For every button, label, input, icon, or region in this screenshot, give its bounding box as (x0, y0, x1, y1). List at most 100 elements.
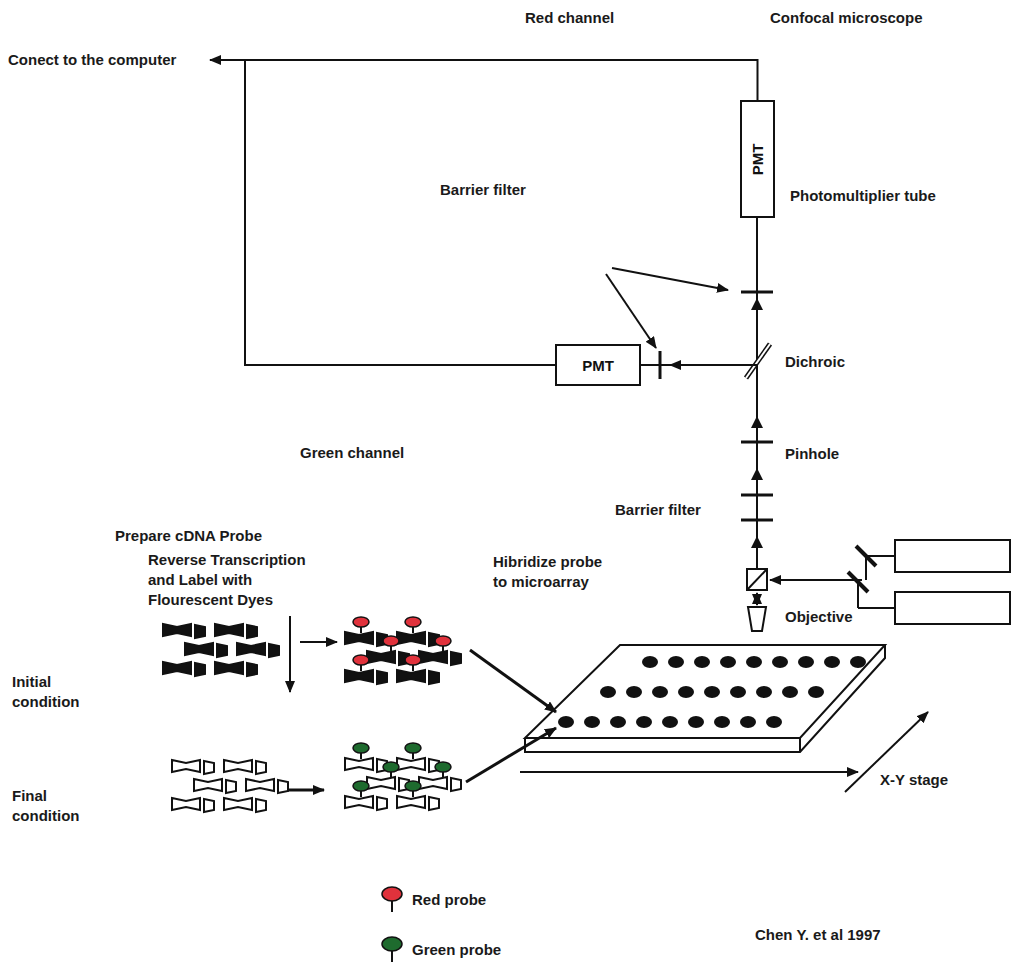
line-art (237, 643, 265, 655)
line-art (642, 656, 658, 668)
text-label: Final condition (12, 786, 92, 826)
line-art (429, 797, 439, 810)
line-art (217, 644, 227, 657)
line-art (442, 772, 444, 778)
line-art (283, 789, 324, 792)
line-art (353, 743, 369, 753)
line-art (770, 579, 862, 581)
line-art (714, 716, 730, 728)
line-art (857, 582, 859, 608)
line-art (751, 298, 763, 310)
line-art (390, 772, 392, 778)
text-label: X-Y stage (880, 770, 948, 790)
line-art (377, 671, 387, 684)
line-art (704, 686, 720, 698)
optics (210, 60, 1010, 631)
line-art (419, 651, 447, 663)
line-art (740, 716, 756, 728)
line-art (678, 686, 694, 698)
line-art (172, 760, 200, 772)
line-art (172, 798, 200, 810)
pmt-box: PMT (555, 344, 641, 386)
line-art (367, 777, 395, 789)
line-art (289, 616, 291, 692)
signal-wire (245, 60, 758, 365)
line-art (435, 636, 451, 646)
line-art (195, 663, 205, 676)
text-label: Barrier filter (440, 180, 526, 200)
line-art (360, 753, 362, 759)
line-art (751, 536, 763, 548)
legend-entry: Green probe (380, 934, 501, 964)
line-art (741, 494, 773, 497)
text-label: Pinhole (785, 444, 839, 464)
text-label: Barrier filter (615, 500, 701, 520)
line-art (204, 761, 214, 774)
line-art (397, 670, 425, 682)
line-art (525, 645, 885, 738)
line-art (865, 556, 867, 580)
line-art (247, 663, 257, 676)
text-label: Photomultiplier tube (790, 186, 936, 206)
text-label: Chen Y. et al 1997 (755, 925, 881, 945)
line-art (670, 364, 757, 366)
line-art (185, 643, 213, 655)
line-art (741, 441, 773, 444)
line-art (856, 546, 876, 566)
line-art (377, 797, 387, 810)
line-art (204, 799, 214, 812)
line-art (451, 778, 461, 791)
line-art (824, 656, 840, 668)
line-art (247, 625, 257, 638)
line-art (782, 686, 798, 698)
legend-text: Green probe (412, 941, 501, 958)
line-art (256, 761, 266, 774)
line-art (405, 655, 421, 665)
line-art (895, 592, 1010, 624)
line-art (345, 670, 373, 682)
line-art (224, 798, 252, 810)
line-art (163, 624, 191, 636)
line-art (772, 656, 788, 668)
text-label: Prepare cDNA Probe (115, 526, 262, 546)
line-art (741, 291, 773, 294)
legend-text: Red probe (412, 891, 486, 908)
cdna-clusters (163, 617, 461, 812)
line-art (300, 641, 337, 643)
line-art (659, 351, 662, 379)
line-art (688, 716, 704, 728)
line-art (345, 632, 373, 644)
line-art (520, 771, 858, 773)
line-art (466, 728, 556, 782)
process-arrows (283, 616, 928, 792)
line-art (746, 656, 762, 668)
line-art (163, 662, 191, 674)
text-label: Reverse Transcription and Label with Flo… (148, 550, 333, 610)
line-art (766, 716, 782, 728)
line-art (756, 218, 758, 568)
line-art (730, 686, 746, 698)
line-art (360, 627, 362, 633)
line-art (367, 651, 395, 663)
line-art (405, 743, 421, 753)
microarray-slide (525, 645, 885, 752)
line-art (747, 569, 767, 590)
text-label: Confocal microscope (770, 8, 923, 28)
line-art (720, 656, 736, 668)
probe-swatch (380, 884, 404, 914)
line-art (382, 937, 402, 951)
line-art (751, 468, 763, 480)
legend-entry: Red probe (380, 884, 486, 914)
line-art (748, 607, 766, 631)
line-art (558, 716, 574, 728)
line-art (668, 656, 684, 668)
text-label: Dichroic (785, 352, 845, 372)
line-art (353, 655, 369, 665)
line-art (606, 274, 656, 348)
text-label: Initial condition (12, 672, 92, 712)
line-art (626, 686, 642, 698)
line-art (405, 781, 421, 791)
line-art (652, 686, 668, 698)
line-art (798, 656, 814, 668)
